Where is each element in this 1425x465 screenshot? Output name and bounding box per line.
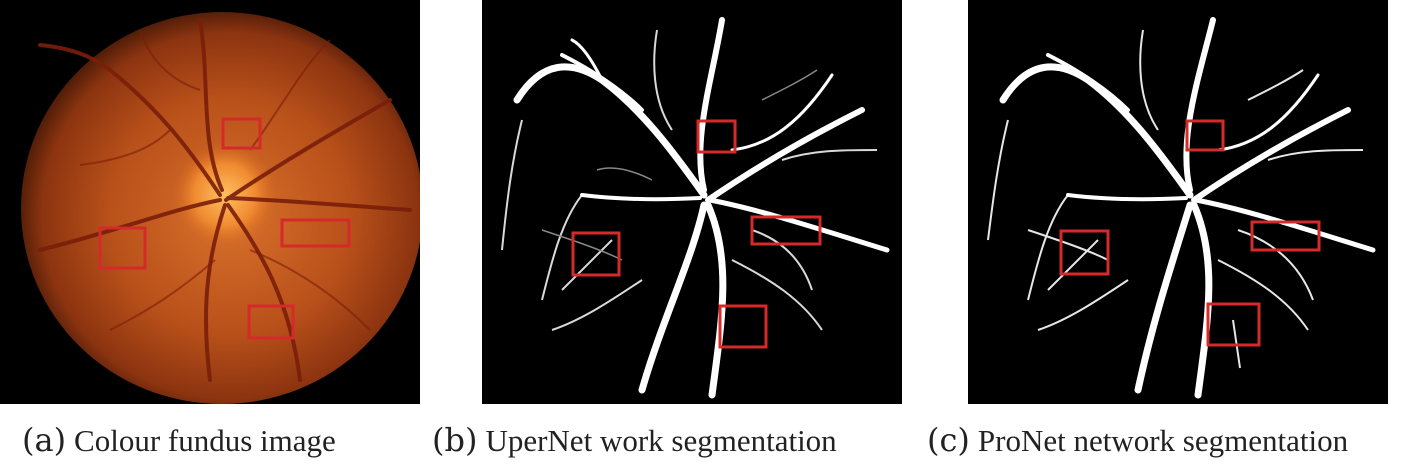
highlight-box [750, 215, 822, 246]
highlight-box [247, 304, 295, 340]
caption-b-tag: (b) [432, 421, 478, 459]
highlight-box [1059, 229, 1110, 276]
optic-disc [173, 143, 277, 247]
highlight-box [696, 119, 737, 154]
caption-a-tag: (a) [22, 421, 67, 459]
upernet-segmentation-panel [482, 0, 902, 404]
highlight-box [280, 218, 351, 248]
fundus-image-panel [0, 0, 420, 404]
highlight-box [1185, 119, 1225, 152]
fundus-image [0, 0, 420, 404]
pronet-segmentation-image [968, 0, 1388, 404]
highlight-boxes [98, 117, 351, 340]
caption-b: (b)UperNet work segmentation [432, 418, 837, 462]
highlight-box [1250, 220, 1321, 252]
caption-c: (c)ProNet network segmentation [927, 418, 1348, 462]
caption-c-text: ProNet network segmentation [977, 423, 1349, 458]
highlight-box [1206, 302, 1261, 347]
fundus-vessels [38, 18, 412, 382]
segmented-vessels [513, 17, 890, 399]
caption-a-text: Colour fundus image [74, 423, 336, 458]
caption-c-tag: (c) [927, 421, 970, 459]
highlight-box [571, 231, 621, 277]
pronet-segmentation-panel [968, 0, 1388, 404]
highlight-box [718, 304, 768, 349]
highlight-boxes [571, 119, 822, 349]
highlight-box [98, 226, 147, 270]
caption-a: (a)Colour fundus image [22, 418, 336, 462]
highlight-box [221, 117, 262, 150]
caption-b-text: UperNet work segmentation [485, 423, 837, 458]
upernet-segmentation-image [482, 0, 902, 404]
highlight-boxes [1059, 119, 1321, 347]
